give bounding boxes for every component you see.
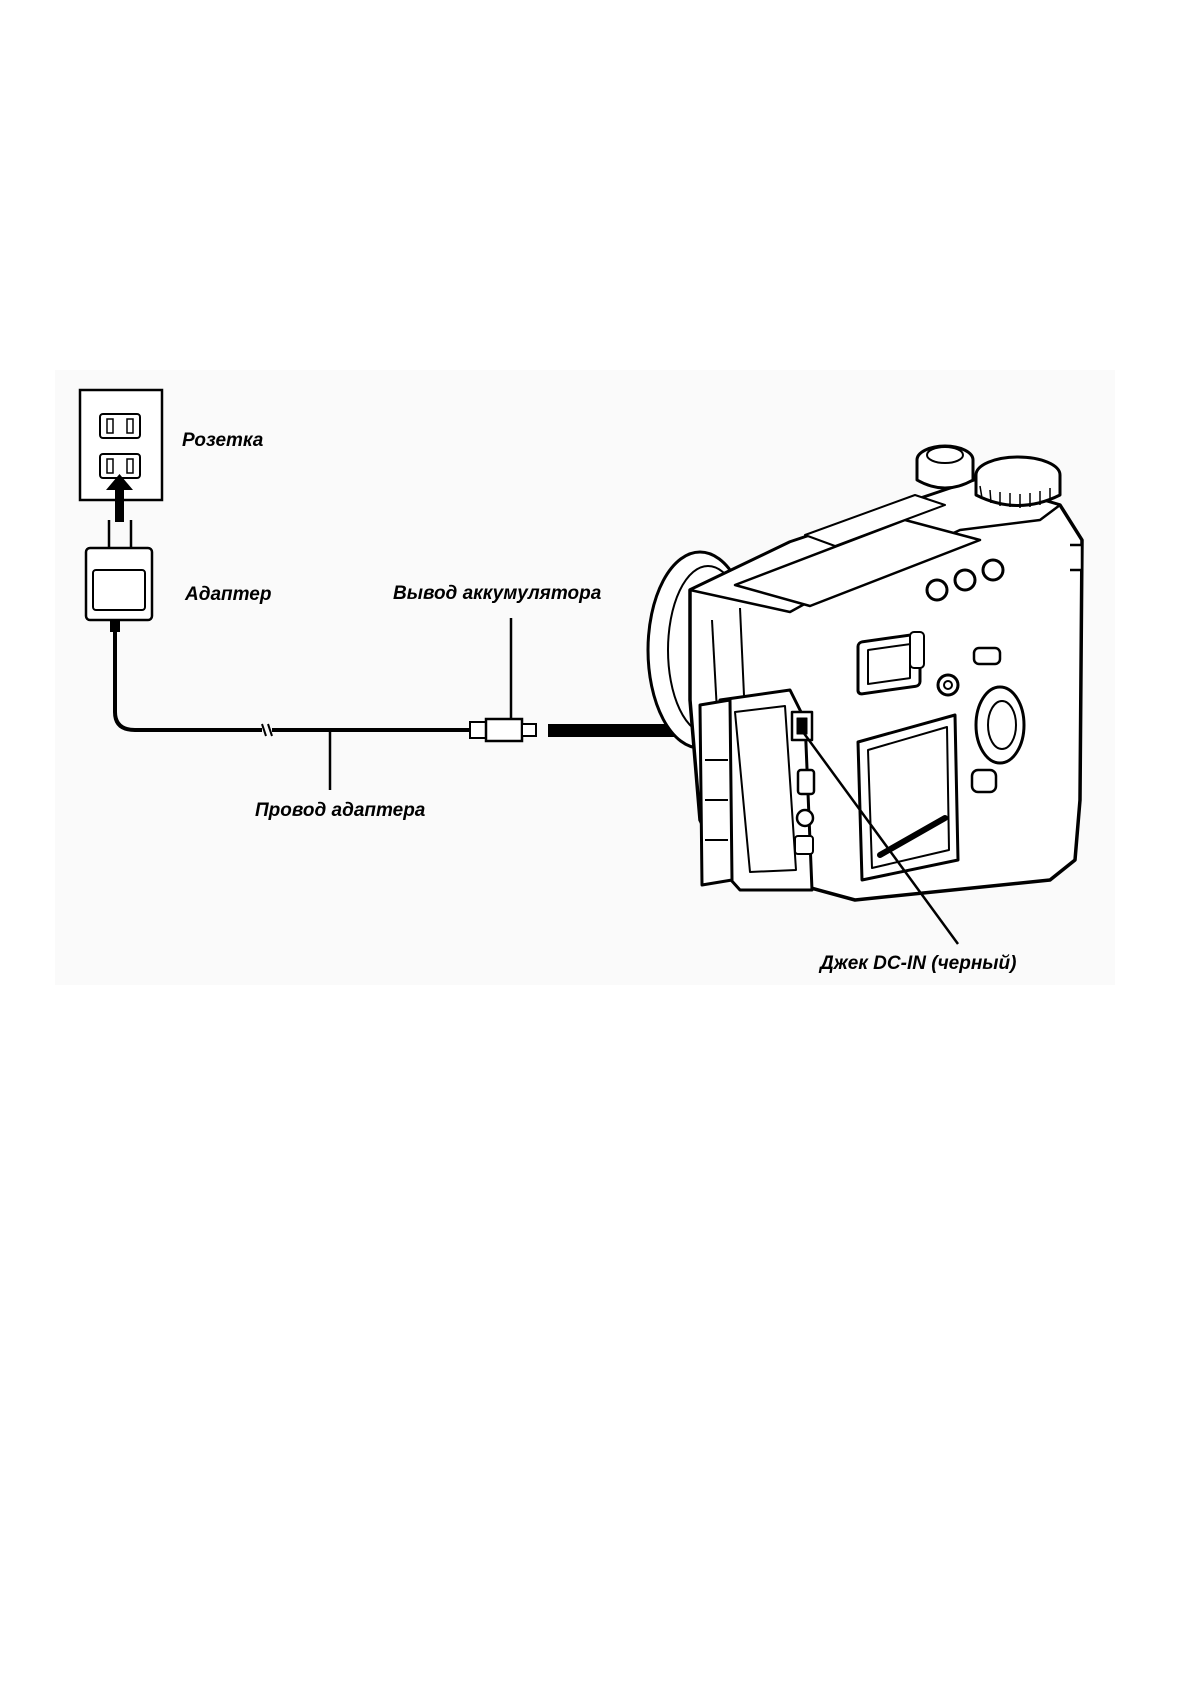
label-outlet: Розетка: [182, 430, 264, 451]
leader-dc-in-jack: [801, 731, 960, 945]
label-dc-in-jack: Джек DC-IN (черный): [818, 953, 1016, 974]
leader-lines: [328, 618, 960, 945]
arrow-up-icon: [106, 474, 133, 522]
label-battery-terminal: Вывод аккумулятора: [393, 583, 602, 604]
label-adapter: Адаптер: [184, 584, 271, 605]
adapter-cord: [113, 632, 472, 737]
wall-outlet-icon: [78, 388, 164, 502]
label-adapter-cord: Провод адаптера: [255, 800, 426, 821]
dc-plug-icon: [469, 717, 537, 743]
ac-adapter-icon: [84, 520, 154, 632]
digital-camera-icon: [646, 444, 1084, 902]
